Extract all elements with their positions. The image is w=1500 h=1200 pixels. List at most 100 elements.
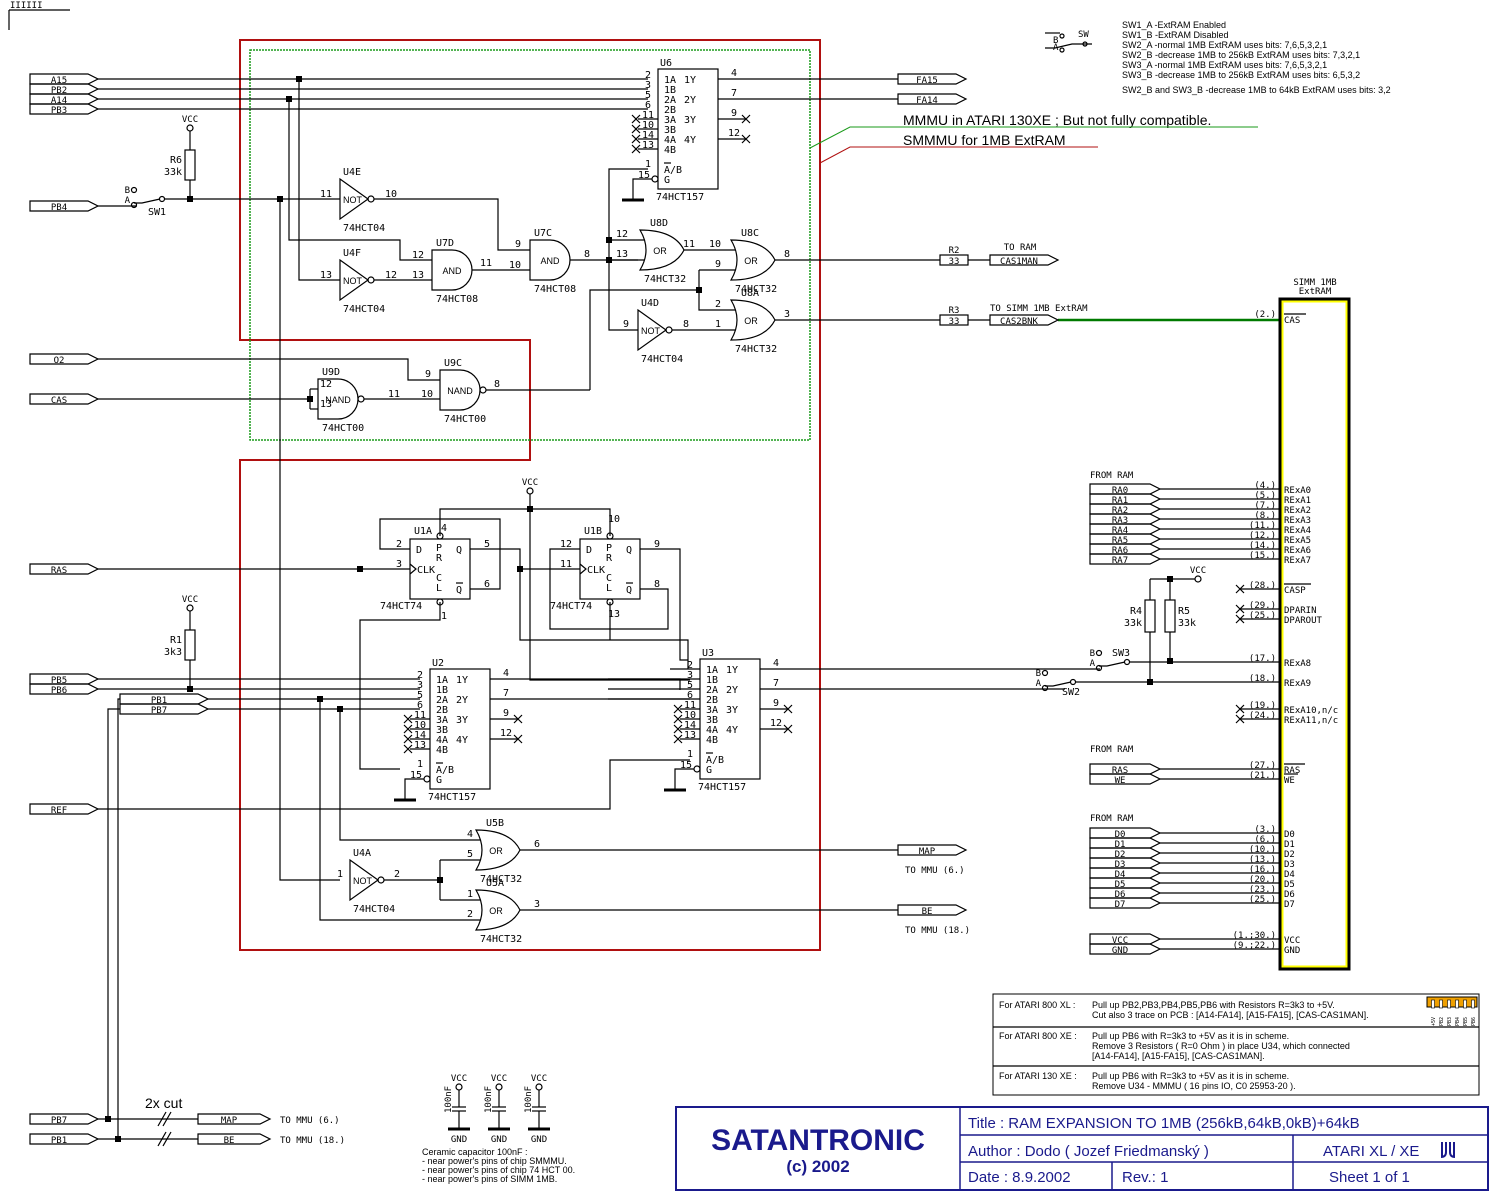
input-cas[interactable]: CAS [29,393,100,406]
legend-line: SW2_B -decrease 1MB to 256kB ExtRAM uses… [1122,50,1360,60]
addr-source-3-label: RA3 [1112,516,1128,526]
data-source-2[interactable]: D2 [1089,847,1162,860]
addr-source-5[interactable]: RA5 [1089,533,1162,546]
wire [608,168,648,331]
select-wiring [606,168,648,331]
data-source-1[interactable]: D1 [1089,837,1162,850]
input-pb5[interactable]: PB5 [29,673,100,686]
vcc-label: VCC [451,1074,467,1084]
output-fa14[interactable]: FA14 [897,93,968,106]
simm-pin-number: (1.;30.) [1233,931,1276,941]
data-source-4[interactable]: D4 [1089,867,1162,880]
switch-contact-icon [1123,658,1131,666]
inversion-bubble [693,765,701,773]
data-source-6[interactable]: D6 [1089,887,1162,900]
simm-we-source[interactable]: WE [1089,773,1162,786]
gate-ref: U4D [641,298,659,309]
mux-pin-number: 6 [687,690,693,701]
simm-pin-name: WE [1284,776,1295,786]
inversion-bubble [357,395,365,403]
simm-gnd-source[interactable]: GND [1089,943,1162,956]
ff-pin-name: Q [456,545,462,556]
input-pb1-bottom[interactable]: PB1 [29,1133,100,1146]
ff-pin-name: D [586,545,592,556]
no-connect-icon [403,724,413,734]
data-source-7[interactable]: D7 [1089,897,1162,910]
output-fa15[interactable]: FA15 [897,73,968,86]
mux-pin-number: 15 [680,760,692,771]
mux-pin-name: 2Y [726,685,738,696]
output-cas2bnk[interactable]: CAS2BNK [989,314,1060,327]
port-flag-icon [897,93,968,105]
input-pb4[interactable]: PB4 [29,200,100,213]
gate-ref: U5B [486,818,504,829]
pin-number: 5 [484,539,490,550]
input-a15[interactable]: A15 [29,73,100,86]
connector-pin-label: PB6 [1471,1017,1477,1026]
switch-contact-icon [130,186,138,194]
output-be-bottom[interactable]: BE [197,1133,272,1146]
output-cas1man-label: CAS1MAN [1000,257,1038,267]
output-be[interactable]: BE [897,904,968,917]
switch-a-label: A [125,196,131,206]
port-flag-icon [29,563,100,575]
mux-pin-number: 9 [773,698,779,709]
mux-pin-name: 3Y [456,715,468,726]
ground-icon [622,198,644,202]
input-a14[interactable]: A14 [29,93,100,106]
switch-contact-icon [1069,678,1077,686]
simm-pin-name: D6 [1284,890,1295,900]
legend-line: SW1_B -ExtRAM Disabled [1122,30,1229,40]
input-pb7[interactable]: PB7 [119,703,210,716]
simm-ras-source[interactable]: RAS [1089,763,1162,776]
input-ras[interactable]: RAS [29,563,100,576]
switch-b-label: B [1036,669,1041,679]
port-flag-icon [1089,543,1162,555]
vcc-label: VCC [531,1074,547,1084]
mux-pin-number: 11 [642,110,654,121]
output-map-bottom[interactable]: MAP [197,1113,272,1126]
wire [279,199,340,881]
no-connect-icon [1235,704,1245,714]
addr-source-6[interactable]: RA6 [1089,543,1162,556]
simm-pin-name: RExA7 [1284,556,1311,566]
addr-source-7[interactable]: RA7 [1089,553,1162,566]
no-connect-icon [403,744,413,754]
addr-source-0[interactable]: RA0 [1089,483,1162,496]
mux-pin-number: 13 [414,740,426,751]
connector-pin-label: PB4 [1455,1017,1461,1026]
not-gate-icon [637,308,668,352]
input-pb3[interactable]: PB3 [29,103,100,116]
pin-number: 1 [337,869,343,880]
pin-number: 4 [467,829,473,840]
input-ref[interactable]: REF [29,803,100,816]
input-o2[interactable]: O2 [29,353,100,366]
addr-source-3[interactable]: RA3 [1089,513,1162,526]
pin-number: 8 [683,319,689,330]
data-source-3[interactable]: D3 [1089,857,1162,870]
simm-pin-name: RAS [1284,766,1300,776]
input-pb2[interactable]: PB2 [29,83,100,96]
ff-pin-name: CLK [587,565,605,576]
output-cas1man[interactable]: CAS1MAN [989,254,1060,267]
addr-source-2[interactable]: RA2 [1089,503,1162,516]
cas1man-note: TO RAM [1004,243,1037,253]
input-pb7-bottom[interactable]: PB7 [29,1113,100,1126]
simm-vcc-source[interactable]: VCC [1089,933,1162,946]
output-map[interactable]: MAP [897,844,968,857]
data-source-5[interactable]: D5 [1089,877,1162,890]
no-connect-icon [1235,714,1245,724]
port-flag-icon [1089,847,1162,859]
pin-number: 8 [494,379,500,390]
addr-source-1[interactable]: RA1 [1089,493,1162,506]
junction-dot [1167,576,1173,582]
input-pb6[interactable]: PB6 [29,683,100,696]
no-connect-icon [783,704,793,714]
input-pb1[interactable]: PB1 [119,693,210,706]
addr-source-4[interactable]: RA4 [1089,523,1162,536]
output-fa14-label: FA14 [916,96,938,106]
switch-ref: SW2 [1062,687,1080,698]
data-source-0[interactable]: D0 [1089,827,1162,840]
